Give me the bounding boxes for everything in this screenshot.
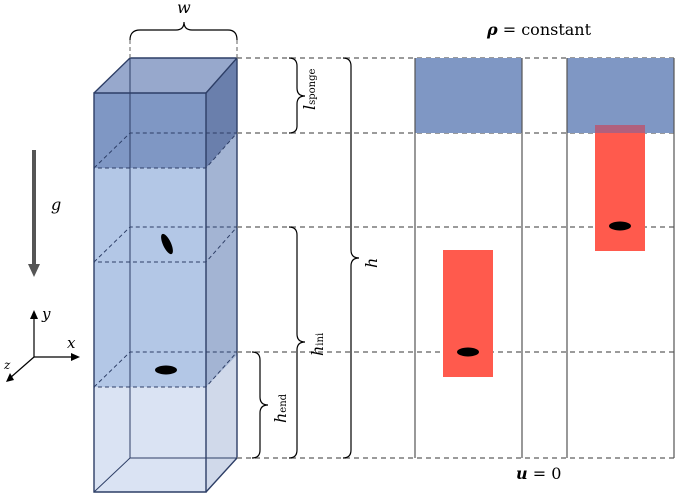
axis-y-label: y xyxy=(42,305,51,323)
column-3d xyxy=(93,57,239,493)
panel-initial-particle xyxy=(457,347,479,357)
gravity-arrow xyxy=(28,150,40,277)
coordinate-axes xyxy=(6,310,80,382)
panel-initial-highlight xyxy=(443,250,493,377)
width-brace xyxy=(129,21,238,41)
sponge-side-face xyxy=(206,58,237,168)
panel-final-particle xyxy=(609,221,631,231)
axis-z-label: z xyxy=(4,358,11,372)
column-front-middle xyxy=(94,168,206,387)
column-side-middle xyxy=(206,133,237,387)
particle-initial xyxy=(161,233,173,255)
panel-final xyxy=(566,58,675,458)
lsponge-brace xyxy=(288,57,306,134)
hend-brace xyxy=(251,351,269,459)
h-label: h xyxy=(362,257,381,268)
hini-label: hini xyxy=(308,332,327,356)
panel-final-sponge xyxy=(567,58,674,133)
density-label: ρ = constant xyxy=(487,20,592,39)
panel-initial-sponge xyxy=(415,58,522,133)
hini-brace xyxy=(288,226,306,459)
particle-final xyxy=(155,365,177,375)
velocity-label: u = 0 xyxy=(516,464,562,483)
axis-x-label: x xyxy=(67,334,76,352)
width-label: w xyxy=(177,0,191,17)
gravity-label: g xyxy=(51,195,62,214)
panel-initial xyxy=(414,58,523,458)
h-brace xyxy=(342,57,360,459)
lsponge-label: lsponge xyxy=(300,68,319,110)
hend-label: hend xyxy=(271,393,290,423)
sponge-front-face xyxy=(94,93,206,168)
panel-final-highlight xyxy=(595,125,645,251)
